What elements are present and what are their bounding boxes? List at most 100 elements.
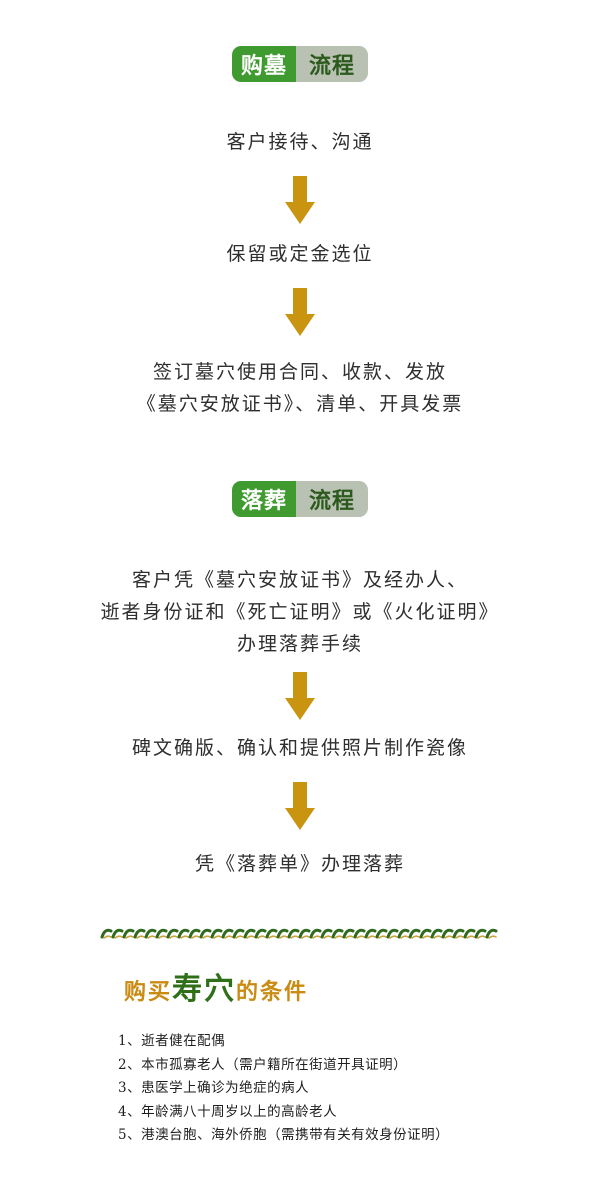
purchase-step-2: 保留或定金选位: [0, 238, 600, 270]
divider-twist-accent: [246, 935, 255, 939]
burial-process-badge: 落葬 流程: [232, 481, 368, 517]
divider-twist: [287, 928, 300, 939]
conditions-title-part3: 的条件: [236, 979, 309, 1005]
arrow-down-icon: [285, 176, 315, 224]
divider-twist-accent: [488, 935, 497, 939]
step-line: 客户接待、沟通: [226, 131, 374, 153]
divider-twist-accent: [345, 935, 354, 939]
conditions-title-part2: 寿穴: [172, 972, 237, 1007]
burial-step-3: 凭《落葬单》办理落葬: [0, 848, 600, 880]
arrow-down-icon: [285, 288, 315, 336]
divider-twist-accent: [455, 935, 464, 939]
burial-step-2: 碑文确版、确认和提供照片制作瓷像: [0, 732, 600, 764]
divider-twist-accent: [334, 935, 343, 939]
conditions-list: 1、逝者健在配偶 2、本市孤寡老人（需户籍所在街道开具证明） 3、患医学上确诊为…: [118, 1030, 588, 1148]
arrow-down-icon: [285, 672, 315, 720]
divider-twist-accent: [433, 935, 442, 939]
divider-twist: [188, 928, 201, 939]
divider-twist-accent: [158, 935, 167, 939]
divider-twist-accent: [235, 935, 244, 939]
step-line: 凭《落葬单》办理落葬: [194, 853, 405, 875]
divider-twist: [232, 928, 245, 939]
conditions-list-item: 3、患医学上确诊为绝症的病人: [118, 1080, 310, 1096]
divider-twist-accent: [180, 935, 189, 939]
divider-twist: [111, 928, 124, 939]
divider-twist-accent: [466, 935, 475, 939]
purchase-process-badge: 购墓 流程: [232, 46, 368, 82]
divider-twist: [452, 928, 465, 939]
conditions-list-item: 5、港澳台胞、海外侨胞（需携带有关有效身份证明）: [118, 1127, 450, 1143]
burial-step-1: 客户凭《墓穴安放证书》及经办人、 逝者身份证和《死亡证明》或《火化证明》 办理落…: [0, 564, 600, 660]
divider-twist-accent: [378, 935, 387, 939]
conditions-title-part1: 购买: [124, 979, 173, 1005]
step-line: 碑文确版、确认和提供照片制作瓷像: [131, 737, 468, 759]
conditions-title: 购买 寿穴 的条件: [124, 964, 308, 1008]
divider-twist-accent: [114, 935, 123, 939]
badge-label-secondary: 流程: [296, 481, 368, 517]
conditions-list-item: 1、逝者健在配偶: [118, 1033, 226, 1049]
divider-twist-accent: [389, 935, 398, 939]
divider-twist: [221, 928, 234, 939]
divider-twist-accent: [411, 935, 420, 939]
divider-twist-accent: [103, 935, 112, 939]
divider-twist: [155, 928, 168, 939]
divider-twist: [441, 928, 454, 939]
divider-twist: [353, 928, 366, 939]
purchase-step-3: 签订墓穴使用合同、收款、发放 《墓穴安放证书》、清单、开具发票: [0, 356, 600, 420]
divider-twist-accent: [400, 935, 409, 939]
divider-twist-accent: [191, 935, 200, 939]
divider-twist-accent: [213, 935, 222, 939]
divider-twist-accent: [279, 935, 288, 939]
divider-twist-accent: [477, 935, 486, 939]
divider-twist: [331, 928, 344, 939]
divider-twist-accent: [422, 935, 431, 939]
divider-twist: [276, 928, 289, 939]
divider-twist: [397, 928, 410, 939]
wave-divider: [100, 926, 500, 942]
divider-twist-accent: [202, 935, 211, 939]
divider-twist: [408, 928, 421, 939]
divider-twist: [474, 928, 487, 939]
divider-twist-accent: [367, 935, 376, 939]
badge-label-primary: 购墓: [232, 46, 296, 82]
step-line: 保留或定金选位: [226, 243, 374, 265]
purchase-step-1: 客户接待、沟通: [0, 126, 600, 158]
divider-twist-accent: [323, 935, 332, 939]
divider-twist: [133, 928, 146, 939]
divider-twist: [342, 928, 355, 939]
divider-twist-accent: [312, 935, 321, 939]
divider-twist-accent: [169, 935, 178, 939]
divider-twist: [122, 928, 135, 939]
divider-twist: [166, 928, 179, 939]
step-line: 办理落葬手续: [236, 633, 363, 655]
badge-label-secondary: 流程: [296, 46, 368, 82]
divider-twist: [485, 928, 498, 939]
step-line: 逝者身份证和《死亡证明》或《火化证明》: [100, 601, 500, 623]
divider-twist: [309, 928, 322, 939]
divider-twist-accent: [224, 935, 233, 939]
divider-twist-accent: [268, 935, 277, 939]
divider-twist-accent: [136, 935, 145, 939]
conditions-list-item: 4、年龄满八十周岁以上的高龄老人: [118, 1103, 338, 1120]
divider-twist: [419, 928, 432, 939]
divider-twist-accent: [444, 935, 453, 939]
divider-twist: [463, 928, 476, 939]
divider-twist: [364, 928, 377, 939]
divider-twist-accent: [125, 935, 134, 939]
divider-twist: [430, 928, 443, 939]
divider-twist: [298, 928, 311, 939]
step-line: 客户凭《墓穴安放证书》及经办人、: [131, 569, 468, 591]
divider-twist-accent: [356, 935, 365, 939]
divider-twist: [265, 928, 278, 939]
divider-twist-accent: [257, 935, 266, 939]
step-line: 签订墓穴使用合同、收款、发放: [152, 361, 447, 383]
conditions-list-item: 2、本市孤寡老人（需户籍所在街道开具证明）: [118, 1056, 408, 1073]
divider-twist-accent: [290, 935, 299, 939]
arrow-down-icon: [285, 782, 315, 830]
divider-twist-accent: [301, 935, 310, 939]
divider-twist: [386, 928, 399, 939]
divider-twist: [144, 928, 157, 939]
divider-twist-accent: [147, 935, 156, 939]
divider-twist: [177, 928, 190, 939]
divider-twist: [100, 928, 113, 939]
